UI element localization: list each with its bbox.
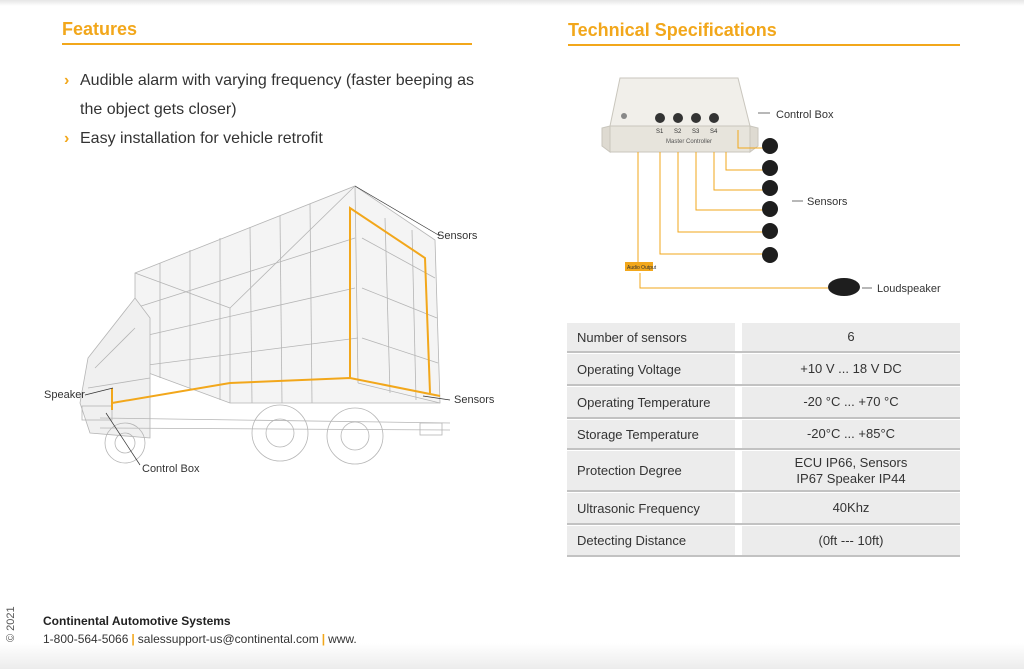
diagram-label-control-box: Control Box — [776, 109, 834, 121]
feature-text: Easy installation for vehicle retrofit — [80, 130, 323, 147]
spec-label: Detecting Distance — [567, 526, 735, 555]
sensor-icons — [762, 138, 778, 263]
port-label: S1 — [656, 129, 664, 135]
company-name: Continental Automotive Systems — [43, 614, 231, 628]
spec-value: +10 V ... 18 V DC — [742, 354, 960, 384]
features-rule — [62, 43, 472, 45]
spec-label: Number of sensors — [567, 323, 735, 351]
email-link[interactable]: salessupport-us@continental.com — [137, 632, 319, 646]
port-label: S2 — [674, 129, 682, 135]
phone-number: 1-800-564-5066 — [43, 632, 129, 646]
port-label: S3 — [692, 129, 700, 135]
spec-value: -20°C ... +85°C — [742, 420, 960, 448]
spec-value: (0ft --- 10ft) — [742, 526, 960, 555]
audio-output-label: Audio Output — [627, 265, 657, 271]
chevron-right-icon: › — [64, 72, 70, 89]
truck-label-sensors-side: Sensors — [454, 394, 495, 406]
tech-specs-title: Technical Specifications — [568, 20, 777, 40]
features-list: › Audible alarm with varying frequency (… — [64, 66, 484, 153]
spec-row: Number of sensors 6 — [567, 323, 960, 353]
spec-row: Storage Temperature -20°C ... +85°C — [567, 420, 960, 450]
spec-label: Ultrasonic Frequency — [567, 493, 735, 523]
spec-value: 40Khz — [742, 493, 960, 523]
audio-output-badge — [625, 262, 653, 271]
spec-row: Operating Voltage +10 V ... 18 V DC — [567, 354, 960, 386]
spec-label: Protection Degree — [567, 451, 735, 490]
tech-specs-rule — [568, 44, 960, 46]
truck-label-control-box: Control Box — [142, 463, 200, 475]
spec-value: ECU IP66, Sensors IP67 Speaker IP44 — [742, 451, 960, 490]
spec-row: Operating Temperature -20 °C ... +70 °C — [567, 387, 960, 419]
features-title: Features — [62, 19, 138, 39]
top-shade — [0, 0, 1024, 6]
bottom-shade — [0, 643, 1024, 669]
spec-value: -20 °C ... +70 °C — [742, 387, 960, 417]
control-box-icon — [601, 77, 759, 153]
truck-wireframe-illustration: Sensors Sensors Speaker Control Box — [44, 185, 495, 475]
truck-label-speaker: Speaker — [44, 389, 85, 401]
spec-row: Ultrasonic Frequency 40Khz — [567, 493, 960, 525]
feature-item: › Easy installation for vehicle retrofit — [64, 124, 484, 153]
spec-label: Storage Temperature — [567, 420, 735, 448]
feature-text: Audible alarm with varying frequency (fa… — [80, 72, 474, 118]
port-label: S4 — [710, 129, 718, 135]
loudspeaker-icon — [828, 278, 860, 296]
spec-row: Detecting Distance (0ft --- 10ft) — [567, 526, 960, 557]
diagram-label-sensors: Sensors — [807, 196, 848, 208]
spec-row: Protection Degree ECU IP66, Sensors IP67… — [567, 451, 960, 492]
master-controller-label: Master Controller — [666, 139, 712, 145]
spec-label: Operating Voltage — [567, 354, 735, 384]
web-link[interactable]: www. — [328, 632, 357, 646]
spec-label: Operating Temperature — [567, 387, 735, 417]
truck-label-sensors-top: Sensors — [437, 230, 478, 242]
contact-line: 1-800-564-5066|salessupport-us@continent… — [43, 632, 357, 646]
system-wiring-diagram: S1 S2 S3 S4 Master Controller Audio Outp… — [601, 77, 941, 296]
feature-item: › Audible alarm with varying frequency (… — [64, 66, 484, 124]
chevron-right-icon: › — [64, 130, 70, 147]
diagram-label-loudspeaker: Loudspeaker — [877, 283, 941, 295]
spec-value: 6 — [742, 323, 960, 351]
copyright: © 2021 — [5, 606, 17, 642]
spec-table: Number of sensors 6 Operating Voltage +1… — [567, 323, 960, 557]
